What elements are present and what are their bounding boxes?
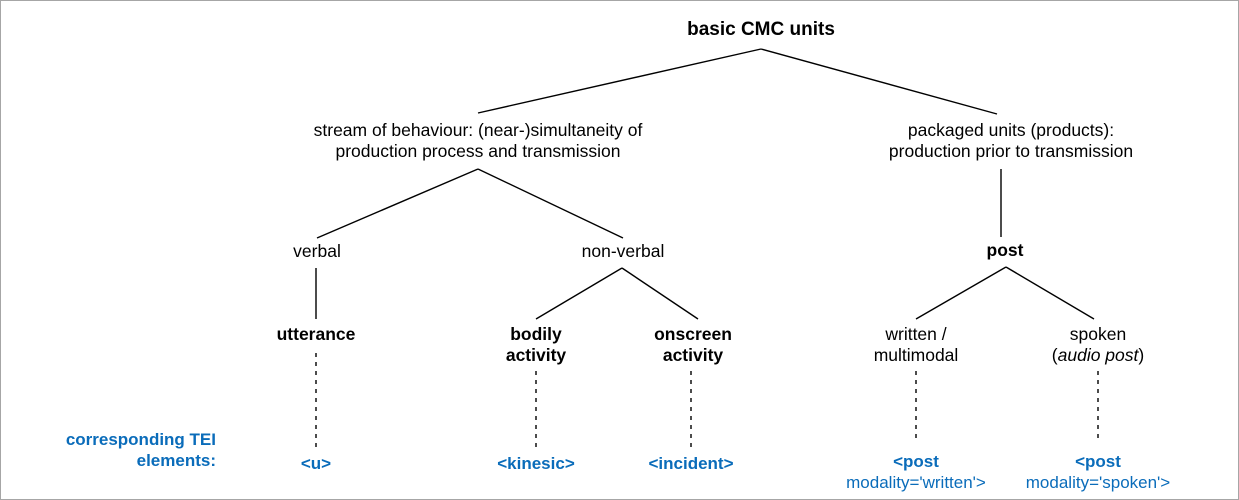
node-bodily-activity: bodily activity — [506, 324, 566, 367]
tei-element-post-spoken-line1: <post — [1075, 452, 1121, 471]
node-basic-cmc-units: basic CMC units — [687, 18, 835, 41]
node-spoken-audio-post-line2: (audio post) — [1052, 345, 1144, 366]
edge-nonverbal-bodily — [535, 267, 623, 320]
node-stream-of-behaviour-line2: production process and transmission — [335, 141, 621, 162]
corresponding-tei-elements-label-line2: elements: — [136, 451, 216, 471]
tei-element-kinesic-line1: <kinesic> — [497, 454, 575, 473]
node-packaged-units: packaged units (products): production pr… — [889, 120, 1133, 163]
corresponding-tei-elements-label: corresponding TEI elements: — [11, 429, 216, 472]
tei-element-u: <u> — [301, 453, 331, 474]
node-stream-of-behaviour: stream of behaviour: (near-)simultaneity… — [314, 120, 643, 163]
node-written-multimodal-line2: multimodal — [873, 345, 959, 366]
node-bodily-activity-line1: bodily — [510, 324, 562, 344]
tei-element-post-written-line2: modality='written'> — [846, 473, 986, 493]
node-post: post — [987, 240, 1024, 261]
node-onscreen-activity-line2: activity — [662, 345, 724, 366]
node-non-verbal-line1: non-verbal — [581, 241, 665, 261]
edge-stream-nonverbal — [477, 168, 624, 239]
audio-post-italic: audio post — [1057, 345, 1139, 366]
tei-element-u-line1: <u> — [300, 454, 332, 473]
node-bodily-activity-line2: activity — [505, 345, 567, 366]
node-onscreen-activity-line1: onscreen — [654, 324, 732, 344]
node-written-multimodal: written / multimodal — [874, 324, 959, 367]
node-utterance-line1: utterance — [276, 324, 356, 344]
tei-element-post-spoken-line2: modality='spoken'> — [1025, 473, 1171, 493]
node-spoken-audio-post: spoken (audio post) — [1052, 324, 1144, 367]
node-verbal-line1: verbal — [293, 241, 341, 261]
edge-nonverbal-onscreen — [621, 267, 699, 320]
edge-post-written — [915, 266, 1007, 320]
edge-root-stream — [477, 48, 762, 114]
paren-open: ( — [1051, 345, 1058, 366]
node-packaged-units-line1: packaged units (products): — [907, 120, 1115, 140]
tei-element-post-spoken: <post modality='spoken'> — [1026, 451, 1170, 494]
tei-element-post-written: <post modality='written'> — [846, 451, 986, 494]
tei-element-incident-line1: <incident> — [648, 454, 734, 473]
node-packaged-units-line2: production prior to transmission — [888, 141, 1134, 162]
tei-element-incident: <incident> — [648, 453, 733, 474]
node-utterance: utterance — [277, 324, 356, 345]
edge-stream-verbal — [316, 168, 479, 239]
edge-root-packaged — [760, 48, 998, 115]
tei-element-post-written-line1: <post — [893, 452, 939, 471]
tei-element-kinesic: <kinesic> — [497, 453, 575, 474]
node-stream-of-behaviour-line1: stream of behaviour: (near-)simultaneity… — [313, 120, 643, 140]
edge-post-spoken — [1005, 266, 1095, 320]
node-post-line1: post — [986, 240, 1024, 260]
corresponding-tei-elements-label-line1: corresponding TEI — [65, 430, 216, 449]
paren-close: ) — [1138, 345, 1145, 366]
node-spoken-audio-post-line1: spoken — [1069, 324, 1127, 344]
node-written-multimodal-line1: written / — [885, 324, 947, 344]
node-non-verbal: non-verbal — [582, 241, 665, 262]
node-basic-cmc-units-line1: basic CMC units — [687, 19, 835, 40]
node-verbal: verbal — [293, 241, 341, 262]
node-onscreen-activity: onscreen activity — [654, 324, 732, 367]
